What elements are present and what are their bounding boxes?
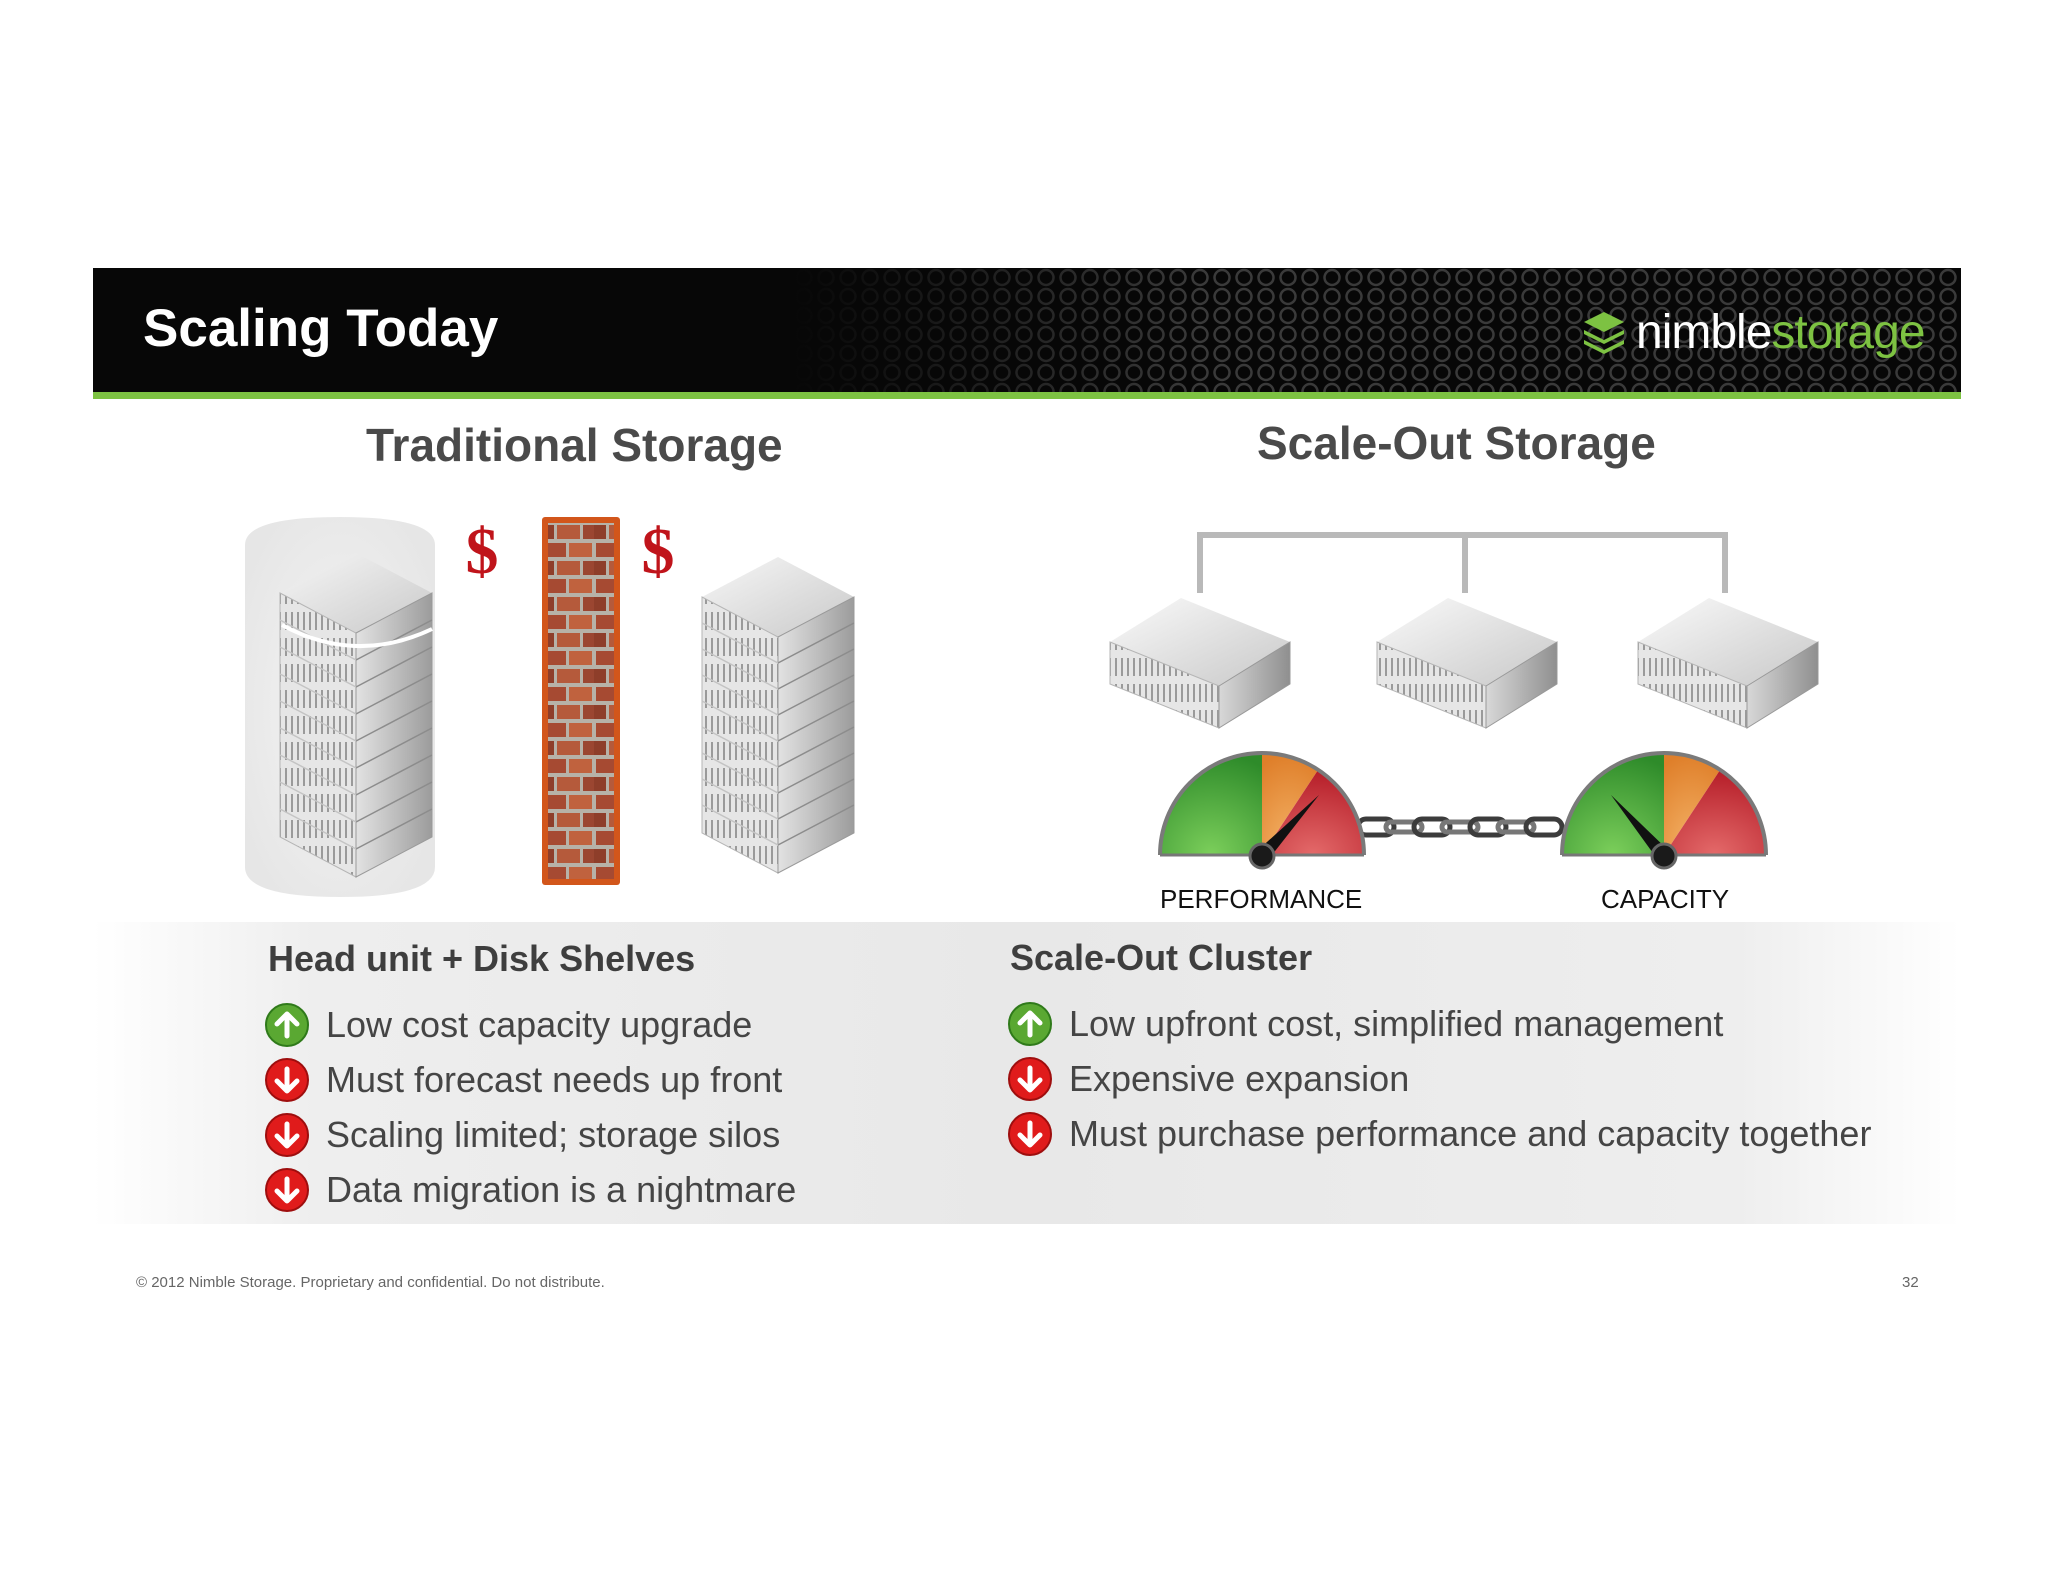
header-bar: [93, 268, 1961, 392]
arrow-up-icon: [265, 1002, 309, 1047]
header-accent-rule: [93, 392, 1961, 399]
logo-wordmark: nimblestorage: [1636, 305, 1926, 360]
layers-logo-icon: [1584, 312, 1624, 354]
currency-symbol-right: $: [642, 515, 675, 588]
list-item-text: Must purchase performance and capacity t…: [1069, 1112, 1872, 1154]
arrow-down-icon: [1008, 1056, 1052, 1101]
arrow-down-icon: [265, 1057, 309, 1102]
cluster-node-1: [1109, 598, 1291, 729]
traditional-storage-graphic: $ $: [245, 515, 855, 897]
list-item-text: Data migration is a nightmare: [326, 1168, 797, 1210]
list-item: Expensive expansion: [1007, 1051, 1871, 1106]
nimble-storage-logo: nimblestorage: [1578, 302, 1926, 362]
performance-gauge-label: PERFORMANCE: [1160, 884, 1363, 914]
currency-symbol-left: $: [466, 515, 499, 588]
copyright-notice: © 2012 Nimble Storage. Proprietary and c…: [136, 1274, 605, 1291]
traditional-storage-heading: Traditional Storage: [366, 419, 783, 471]
list-item: Low upfront cost, simplified management: [1007, 996, 1871, 1051]
scale-out-storage-graphic: [1109, 532, 1819, 870]
list-item-text: Expensive expansion: [1069, 1057, 1410, 1099]
capacity-gauge: [1560, 751, 1768, 870]
scale-out-storage-list: Low upfront cost, simplified management …: [1007, 996, 1871, 1161]
traditional-storage-list: Low cost capacity upgrade Must forecast …: [264, 997, 796, 1217]
brick-wall: [542, 517, 620, 885]
list-item: Low cost capacity upgrade: [264, 997, 796, 1052]
list-item-text: Must forecast needs up front: [326, 1058, 783, 1100]
scale-out-cluster-subtitle: Scale-Out Cluster: [1010, 937, 1313, 978]
hex-pattern-background: [793, 268, 1961, 392]
arrow-down-icon: [265, 1167, 309, 1212]
slide-title: Scaling Today: [143, 299, 499, 358]
cluster-node-3: [1637, 598, 1819, 729]
performance-gauge: [1158, 751, 1366, 870]
cluster-node-2: [1376, 598, 1558, 729]
page-number: 32: [1902, 1274, 1919, 1291]
scale-out-storage-heading: Scale-Out Storage: [1257, 417, 1656, 469]
arrow-up-icon: [1008, 1001, 1052, 1046]
list-item-text: Low cost capacity upgrade: [326, 1003, 753, 1045]
list-item-text: Low upfront cost, simplified management: [1069, 1002, 1724, 1044]
capacity-gauge-label: CAPACITY: [1601, 884, 1730, 914]
logo-word-nimble: nimble: [1636, 305, 1772, 359]
head-unit-tower-left: [279, 553, 433, 878]
chain-link-icon: [1355, 816, 1565, 838]
list-item: Must purchase performance and capacity t…: [1007, 1106, 1871, 1161]
list-item: Must forecast needs up front: [264, 1052, 796, 1107]
cluster-interconnect: [1197, 532, 1728, 593]
list-item-text: Scaling limited; storage silos: [326, 1113, 781, 1155]
arrow-down-icon: [265, 1112, 309, 1157]
list-item: Data migration is a nightmare: [264, 1162, 796, 1217]
logo-word-storage: storage: [1771, 305, 1925, 359]
disk-shelf-tower-right: [701, 557, 855, 874]
head-unit-subtitle: Head unit + Disk Shelves: [268, 938, 696, 979]
list-item: Scaling limited; storage silos: [264, 1107, 796, 1162]
arrow-down-icon: [1008, 1111, 1052, 1156]
